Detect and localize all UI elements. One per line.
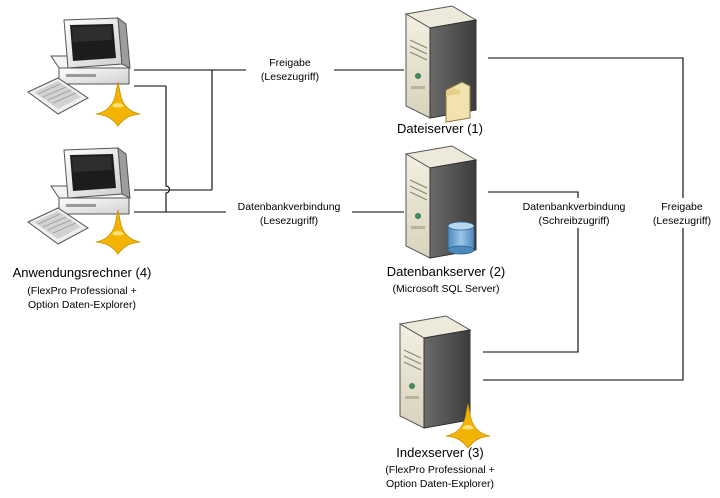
- node-subtitle-line2: Option Daten-Explorer): [386, 478, 494, 490]
- edge-label-line1: Datenbankverbindung: [523, 201, 626, 213]
- edge-label-share-read: Freigabe (Lesezugriff): [246, 54, 334, 86]
- link-db-index: [483, 191, 579, 353]
- edge-label-line1: Freigabe: [269, 57, 311, 69]
- node-title: Dateiserver (1): [397, 121, 483, 136]
- node-title: Datenbankserver (2): [387, 264, 506, 279]
- folder-icon: [445, 81, 471, 123]
- edge-label-line2: (Schreibzugriff): [539, 215, 610, 227]
- node-subtitle-line1: (Microsoft SQL Server): [393, 283, 500, 295]
- database-icon: [447, 221, 475, 255]
- edge-label-line1: Datenbankverbindung: [238, 201, 341, 213]
- indexserver-node: Indexserver (3) (FlexPro Professional + …: [385, 315, 495, 490]
- edge-label-line1: Freigabe: [661, 201, 703, 213]
- node-subtitle-line1: (FlexPro Professional +: [27, 285, 136, 297]
- flexpro-logo-icon: [95, 81, 141, 127]
- edge-label-db-read: Datenbankverbindung (Lesezugriff): [226, 198, 352, 228]
- server-icon: [399, 315, 471, 429]
- client-node: Anwendungsrechner (4) (FlexPro Professio…: [13, 17, 152, 311]
- node-subtitle-line1: (FlexPro Professional +: [385, 464, 494, 476]
- edge-label-line2: (Lesezugriff): [653, 215, 711, 227]
- edge-label-share-index: Freigabe (Lesezugriff): [646, 198, 718, 228]
- node-subtitle-line2: Option Daten-Explorer): [28, 299, 136, 311]
- edge-label-db-write: Datenbankverbindung (Schreibzugriff): [512, 198, 636, 228]
- edge-label-line2: (Lesezugriff): [260, 215, 318, 227]
- node-title: Anwendungsrechner (4): [13, 265, 152, 280]
- node-title: Indexserver (3): [396, 445, 483, 460]
- edge-label-line2: (Lesezugriff): [261, 71, 319, 83]
- dbserver-node: Datenbankserver (2) (Microsoft SQL Serve…: [387, 145, 506, 295]
- fileserver-node: Dateiserver (1): [397, 5, 483, 136]
- link-db-vertical: [165, 86, 171, 212]
- flexpro-logo-icon: [95, 209, 141, 255]
